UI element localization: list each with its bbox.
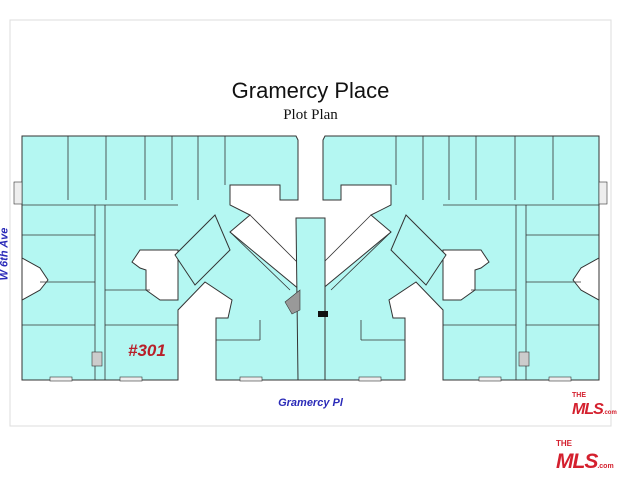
logo-mls: MLS: [572, 401, 604, 418]
plan-title: Gramercy Place: [231, 78, 390, 103]
mls-logo-small: THE MLS.com: [572, 391, 617, 423]
street-label-south: Gramercy Pl: [278, 397, 343, 409]
logo-the: THE: [556, 439, 572, 448]
unit-label: #301: [128, 341, 166, 360]
right-wing: [320, 135, 608, 382]
street-label-west: W 6th Ave: [0, 227, 11, 281]
mls-logo: THE MLS.com: [556, 438, 614, 480]
center-core: [295, 217, 326, 381]
logo-row: MLS.com: [572, 400, 617, 423]
logo-row: MLS.com: [556, 449, 614, 480]
logo-com: .com: [602, 410, 617, 416]
plan-subtitle: Plot Plan: [283, 107, 338, 123]
stairs-icon: [284, 289, 301, 315]
logo-com: .com: [597, 463, 614, 470]
left-wing: [13, 135, 301, 382]
logo-the: THE: [572, 392, 586, 399]
logo-mls: MLS: [556, 450, 598, 473]
elevator-mark: [318, 311, 328, 317]
